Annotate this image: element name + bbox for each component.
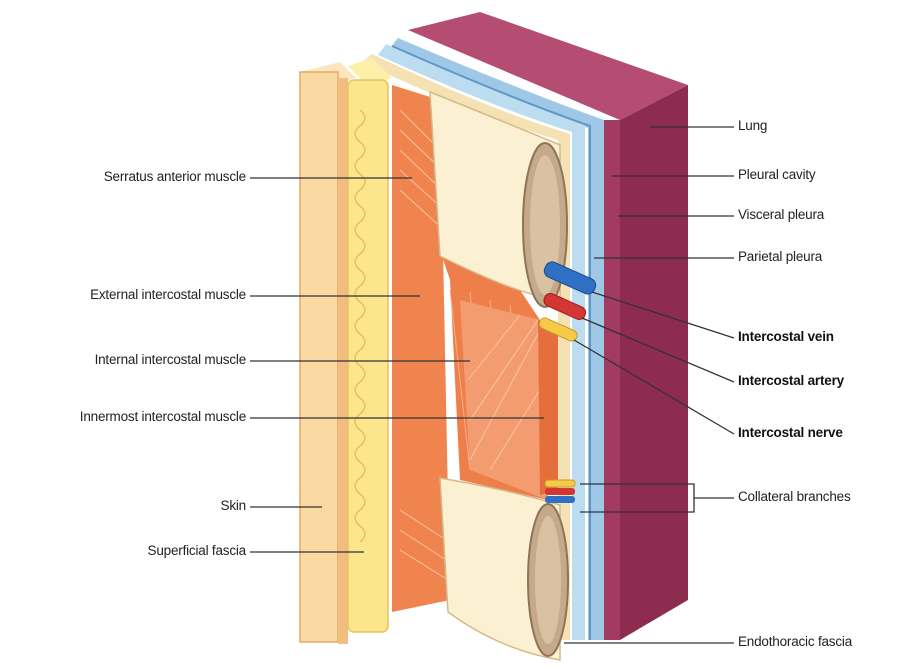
- label-internal-intercostal: Internal intercostal muscle: [95, 352, 246, 367]
- label-parietal-pleura: Parietal pleura: [738, 249, 822, 264]
- collateral-artery: [545, 488, 575, 495]
- label-innermost-intercostal: Innermost intercostal muscle: [80, 409, 246, 424]
- fascia-front: [348, 80, 388, 632]
- internal-intercostal-muscle: [460, 300, 548, 500]
- label-intercostal-nerve: Intercostal nerve: [738, 425, 843, 440]
- label-pleural-cavity: Pleural cavity: [738, 167, 815, 182]
- collateral-nerve: [545, 480, 575, 487]
- lung-side: [620, 85, 688, 640]
- label-intercostal-artery: Intercostal artery: [738, 373, 844, 388]
- lower-rib-marrow: [535, 516, 561, 644]
- collateral-vein: [545, 496, 575, 503]
- label-serratus-anterior: Serratus anterior muscle: [104, 169, 246, 184]
- label-endothoracic-fascia: Endothoracic fascia: [738, 634, 852, 649]
- label-visceral-pleura: Visceral pleura: [738, 207, 824, 222]
- label-external-intercostal: External intercostal muscle: [90, 287, 246, 302]
- label-superficial-fascia: Superficial fascia: [148, 543, 246, 558]
- skin-front: [300, 72, 338, 642]
- label-intercostal-vein: Intercostal vein: [738, 329, 834, 344]
- innermost-intercostal-muscle: [538, 320, 558, 495]
- label-skin: Skin: [221, 498, 246, 513]
- label-lung: Lung: [738, 118, 767, 133]
- label-collateral-branches: Collateral branches: [738, 489, 851, 504]
- lower-rib: [440, 478, 568, 660]
- fascia-layer: [348, 58, 392, 632]
